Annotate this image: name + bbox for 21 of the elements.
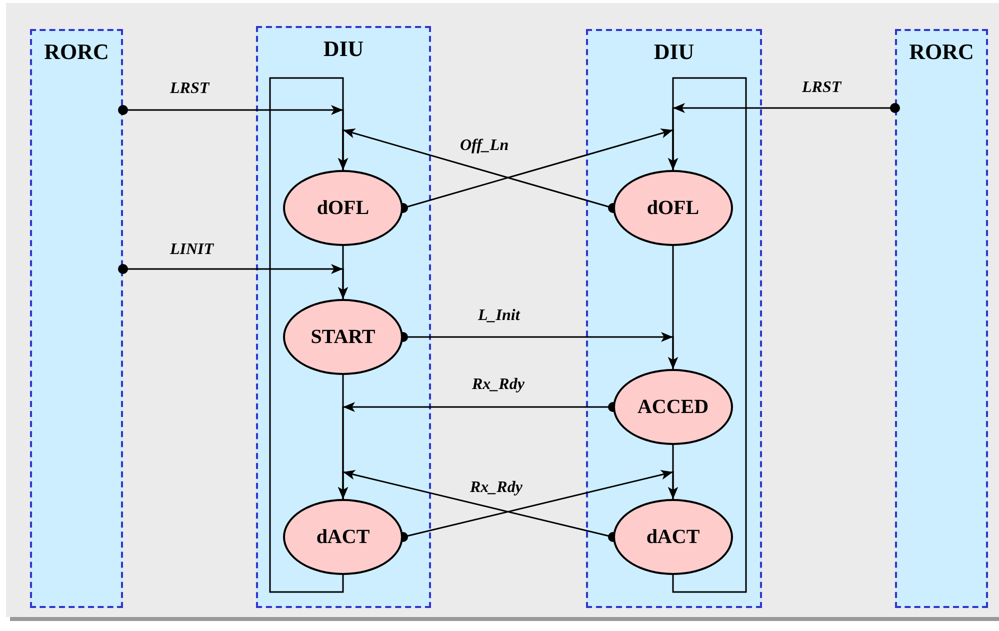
block-title: RORC (43, 39, 110, 65)
edge-label: Off_Ln (459, 137, 510, 155)
state-name: dOFL (316, 196, 370, 220)
edge-label: L_Init (476, 307, 522, 325)
state-name: dOFL (646, 196, 700, 220)
block-title: RORC (908, 39, 975, 65)
edge-label: Rx_Rdy (469, 479, 524, 497)
block-container (30, 29, 123, 608)
state-name: dACT (646, 526, 700, 548)
block-title: DIU (322, 36, 365, 62)
state-name: dACT (316, 526, 370, 548)
block-container (586, 29, 762, 608)
edge-label: LINIT (168, 241, 215, 259)
edge-label: LRST (800, 79, 843, 97)
block-title: DIU (652, 39, 696, 65)
block-container (256, 26, 431, 608)
edge-label: Rx_Rdy (471, 376, 526, 394)
edge-label: LRST (168, 80, 211, 98)
state-name: START (310, 326, 376, 348)
block-container (895, 29, 988, 608)
state-name: ACCED (637, 396, 709, 418)
